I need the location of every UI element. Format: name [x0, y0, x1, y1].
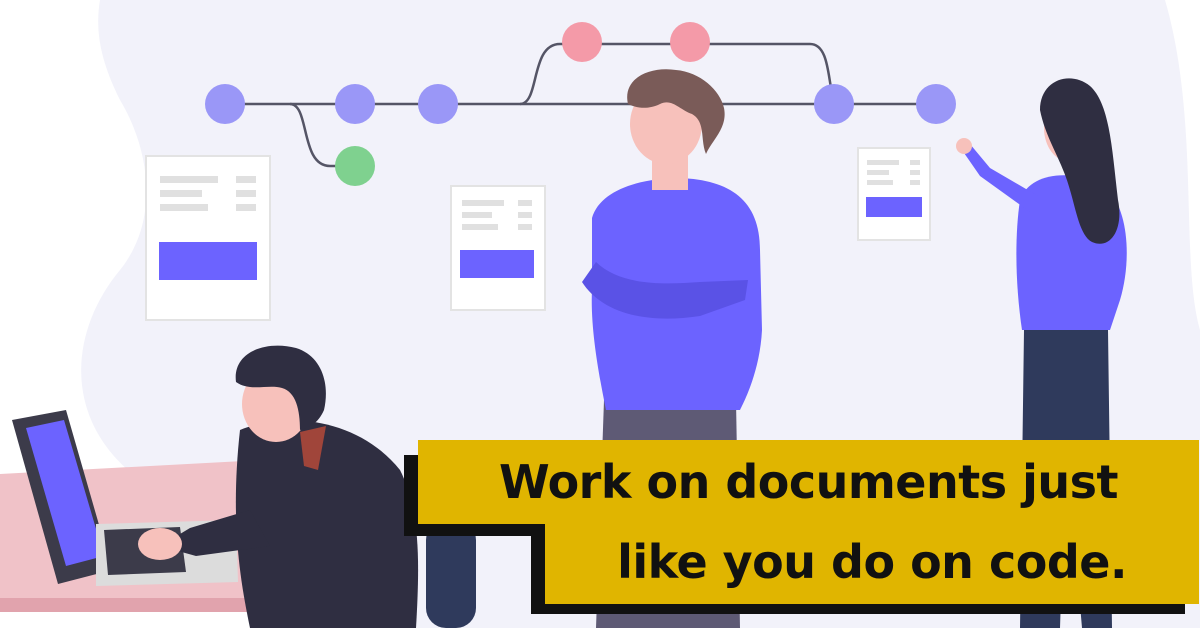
document-icon — [450, 185, 546, 311]
seated-man-figure — [138, 345, 419, 628]
commit-node — [205, 84, 245, 124]
document-icon — [145, 155, 271, 321]
caption-line1: Work on documents just — [498, 455, 1119, 509]
document-icon — [857, 147, 931, 241]
commit-node-green — [335, 146, 375, 186]
caption-line2: like you do on code. — [617, 535, 1127, 589]
commit-node — [814, 84, 854, 124]
commit-node-red — [670, 22, 710, 62]
commit-node — [335, 84, 375, 124]
caption-box-line2: like you do on code. — [545, 520, 1199, 604]
commit-node — [916, 84, 956, 124]
chair — [426, 520, 476, 628]
green-branch-line — [289, 102, 355, 168]
caption-box-line1: Work on documents just — [418, 440, 1199, 524]
commit-node — [418, 84, 458, 124]
commit-nodes — [205, 22, 956, 186]
commit-node-red — [562, 22, 602, 62]
